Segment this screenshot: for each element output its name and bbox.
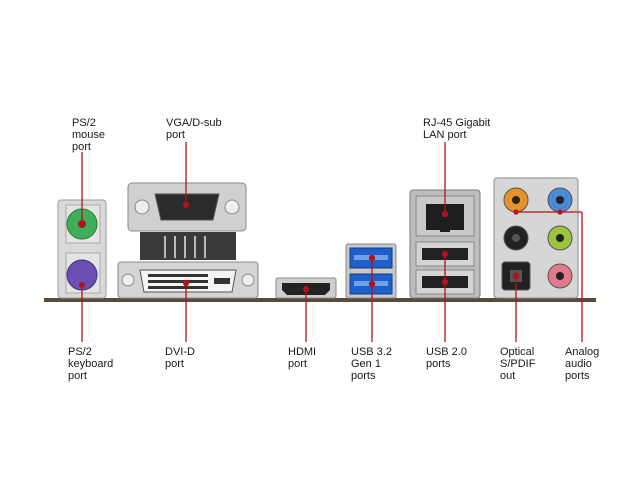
usb32-ports <box>345 243 397 299</box>
rj45-label: RJ-45 Gigabit LAN port <box>423 117 491 141</box>
vga-label: VGA/D-sub port <box>166 117 222 141</box>
ps2-keyboard-label: PS/2 keyboard port <box>68 346 114 382</box>
board-edge <box>44 298 596 302</box>
hdmi-label: HDMI port <box>288 346 317 370</box>
leader-lines <box>81 142 583 342</box>
usb32-label: USB 3.2 Gen 1 ports <box>351 346 392 382</box>
usb20-label: USB 2.0 ports <box>426 346 467 370</box>
ps2-port-group <box>57 199 107 299</box>
audio-label: Analog audio ports <box>565 346 600 382</box>
dvi-label: DVI-D port <box>165 346 195 370</box>
audio-panel <box>493 177 579 299</box>
ps2-mouse-label: PS/2 mouse port <box>72 117 106 153</box>
spdif-label: Optical S/PDIF out <box>500 346 536 382</box>
vga-mount-bracket <box>140 232 236 260</box>
